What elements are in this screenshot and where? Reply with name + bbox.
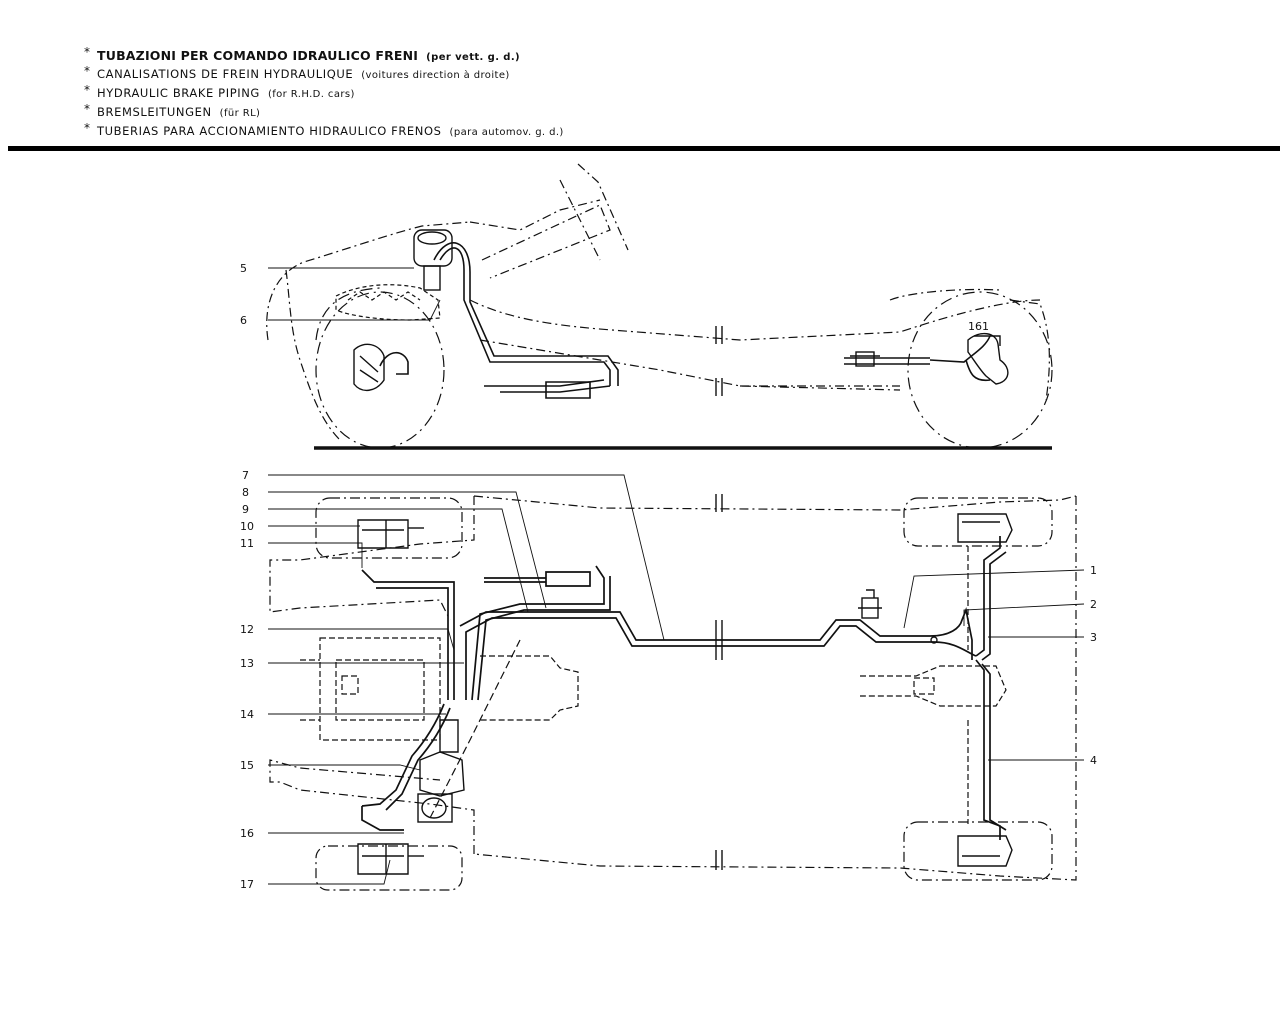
front-right-caliper-plan — [357, 843, 424, 875]
master-cylinder-side — [413, 229, 453, 291]
title-bullet: * — [84, 45, 91, 59]
steering-column-plan — [429, 639, 521, 819]
title-bullet: * — [84, 121, 91, 135]
side-view-callouts: 5 6 161 — [240, 262, 989, 333]
title-qualifier: (für RL) — [219, 108, 261, 119]
header-rule — [8, 146, 1280, 151]
callout-4: 4 — [1090, 754, 1097, 767]
rear-axle-plan — [860, 546, 1007, 824]
front-caliper-side — [353, 343, 385, 391]
title-qualifier: (para automov. g. d.) — [449, 127, 564, 138]
callout-3: 3 — [1090, 631, 1097, 644]
title-text: HYDRAULIC BRAKE PIPING — [97, 86, 260, 100]
title-qualifier: (voitures direction à droite) — [361, 70, 510, 81]
rear-wheel-right-plan — [903, 821, 1053, 881]
pressure-regulator-side — [850, 351, 880, 367]
title-line-french: * CANALISATIONS DE FREIN HYDRAULIQUE (voi… — [84, 64, 984, 84]
brake-line-side — [379, 242, 991, 399]
rear-wheel-left-plan — [903, 497, 1053, 547]
pressure-regulator-plan — [858, 589, 938, 644]
rear-right-caliper-plan — [957, 835, 1013, 867]
title-line-german: * BREMSLEITUNGEN (für RL) — [84, 102, 984, 122]
callout-10: 10 — [240, 520, 254, 533]
brake-lines-plan — [361, 536, 1007, 840]
callout-14: 14 — [240, 708, 254, 721]
callout-12: 12 — [240, 623, 254, 636]
callout-16: 16 — [240, 827, 254, 840]
leader-lines — [268, 267, 1085, 885]
title-text: TUBAZIONI PER COMANDO IDRAULICO FRENI — [97, 48, 419, 63]
title-text: CANALISATIONS DE FREIN HYDRAULIQUE — [97, 67, 354, 81]
callout-17: 17 — [240, 878, 254, 891]
callout-7: 7 — [242, 469, 249, 482]
callout-8: 8 — [242, 486, 249, 499]
front-wheel-left-plan — [315, 497, 463, 559]
title-line-italian: * TUBAZIONI PER COMANDO IDRAULICO FRENI (… — [84, 45, 984, 65]
callout-1: 1 — [1090, 564, 1097, 577]
title-bullet: * — [84, 102, 91, 116]
callout-9: 9 — [242, 503, 249, 516]
title-qualifier: (per vett. g. d.) — [426, 52, 521, 63]
callout-15: 15 — [240, 759, 254, 772]
title-block: * TUBAZIONI PER COMANDO IDRAULICO FRENI (… — [84, 45, 984, 141]
front-wheel-side — [315, 287, 445, 449]
title-bullet: * — [84, 83, 91, 97]
callout-13: 13 — [240, 657, 254, 670]
plan-view-left-callouts: 7 8 9 10 11 12 13 14 15 16 17 — [240, 469, 254, 891]
title-text: TUBERIAS PARA ACCIONAMIENTO HIDRAULICO F… — [97, 124, 442, 138]
callout-2: 2 — [1090, 598, 1097, 611]
title-line-english: * HYDRAULIC BRAKE PIPING (for R.H.D. cars… — [84, 83, 984, 103]
title-bullet: * — [84, 64, 91, 78]
title-qualifier: (for R.H.D. cars) — [267, 89, 355, 100]
title-text: BREMSLEITUNGEN — [97, 105, 212, 119]
title-line-spanish: * TUBERIAS PARA ACCIONAMIENTO HIDRAULICO… — [84, 121, 984, 141]
rear-wheel-side — [907, 291, 1053, 449]
callout-11: 11 — [240, 537, 254, 550]
master-cylinder-plan — [417, 719, 465, 823]
engine-plan — [300, 637, 579, 741]
plan-view-body-outline — [269, 495, 1077, 881]
side-view-body-outline — [266, 163, 1050, 441]
front-wheel-right-plan — [315, 845, 463, 891]
rear-caliper-side — [967, 333, 1009, 385]
rear-left-caliper-plan — [957, 513, 1013, 543]
front-left-caliper-plan — [357, 519, 424, 549]
plan-view-right-callouts: 1 2 3 4 — [1090, 564, 1097, 767]
engine-block-side — [335, 284, 441, 321]
callout-5: 5 — [240, 262, 247, 275]
part-mark-161: 161 — [968, 320, 989, 333]
chassis-break-marks — [715, 326, 723, 870]
callout-6: 6 — [240, 314, 247, 327]
